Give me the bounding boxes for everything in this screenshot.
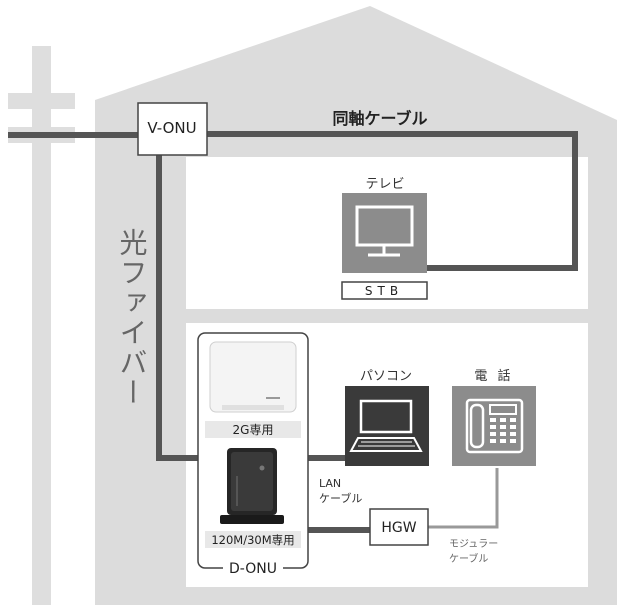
phone-label: 電 話 <box>474 368 513 384</box>
v-onu-label: V-ONU <box>147 119 196 137</box>
modular-cable-label-line1: モジュラー <box>449 538 498 550</box>
onu-2g-device <box>209 341 297 413</box>
stb-label: STB <box>365 284 403 298</box>
pole-crossarm-top <box>8 93 75 109</box>
lan-cable-label-line2: ケーブル <box>319 491 362 505</box>
v-onu-box <box>137 102 208 156</box>
d-onu-label: D-ONU <box>229 561 277 577</box>
lan-cable-label-line1: LAN <box>319 477 341 490</box>
coax-cable-label: 同軸ケーブル <box>332 109 427 128</box>
tv-icon <box>342 193 427 273</box>
onu-120m-label-bg <box>205 531 301 548</box>
hgw-label: HGW <box>381 520 416 536</box>
d-onu-label-bg <box>223 559 283 577</box>
tv-label: テレビ <box>365 177 404 192</box>
hgw-box <box>369 508 429 546</box>
coax-cable-line <box>207 131 578 271</box>
onu-120m-device <box>220 448 284 524</box>
laptop-icon <box>345 386 429 466</box>
optical-fiber-label: 光ファイバー <box>116 228 149 408</box>
onu-2g-label-bg <box>205 421 301 438</box>
onu-120m-label: 120M/30M専用 <box>211 533 294 547</box>
utility-pole <box>32 46 51 605</box>
onu-2g-label: 2G専用 <box>233 423 274 437</box>
modular-cable-label-line2: ケーブル <box>449 552 488 565</box>
stb-box <box>341 281 428 300</box>
telephone-icon <box>452 386 536 466</box>
fiber-cable-line <box>156 155 198 461</box>
pc-label: パソコン <box>360 369 412 384</box>
modular-cable-line <box>428 468 499 529</box>
